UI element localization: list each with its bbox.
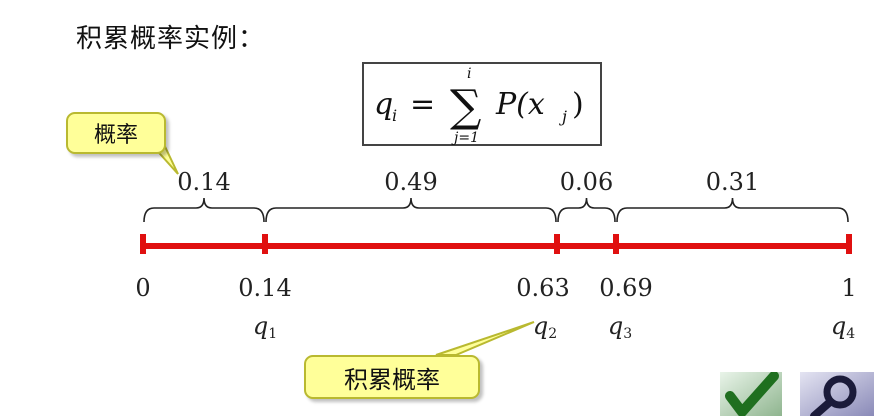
tick-value-label: 0.14: [238, 274, 292, 302]
q-var: q: [830, 312, 847, 340]
formula-equals: =: [410, 87, 435, 122]
q-subscript: 4: [846, 326, 856, 342]
segment-brace-3: [616, 197, 849, 223]
cumulative-q-label: q1: [253, 312, 277, 342]
formula-sigma-bottom: j=1: [451, 130, 479, 146]
formula-sigma: ∑: [450, 81, 481, 132]
tick-value-label: 1: [841, 274, 857, 302]
formula-lhs-sub: i: [392, 106, 397, 125]
segment-probability-label: 0.49: [384, 168, 438, 196]
segment-probability-label: 0.06: [559, 168, 614, 196]
formula-sigma-top: i: [467, 66, 471, 82]
q-var: q: [252, 312, 269, 340]
q-subscript: 1: [268, 326, 278, 342]
cumulative-formula: q i = ∑ i j=1 P(x j ): [362, 62, 602, 146]
page-title: 积累概率实例：: [76, 24, 266, 54]
formula-term-close: ): [572, 87, 584, 122]
q-subscript: 2: [548, 326, 558, 342]
q-subscript: 3: [623, 326, 633, 342]
tick-value-label: 0.63: [516, 274, 570, 302]
tick-value-label: 0: [135, 274, 151, 302]
formula-term: P(x: [495, 87, 545, 122]
cumulative-q-label: q3: [608, 312, 632, 342]
q-var: q: [532, 312, 549, 340]
formula-term-sub: j: [559, 107, 567, 126]
segment-brace-1: [265, 197, 557, 223]
q-var: q: [607, 312, 624, 340]
segment-probability-label: 0.14: [177, 168, 231, 196]
checkmark-icon[interactable]: [720, 371, 782, 417]
tick-value-label: 0.69: [599, 274, 653, 302]
magnifier-icon[interactable]: [800, 372, 874, 420]
callout-probability-bubble: 概率: [66, 112, 166, 154]
cumulative-q-label: q2: [533, 312, 557, 342]
formula-lhs-var: q: [374, 87, 393, 122]
segment-brace-0: [143, 197, 265, 223]
segment-brace-2: [557, 197, 616, 223]
formula-svg: q i = ∑ i j=1 P(x j ): [374, 66, 584, 146]
segment-probability-label: 0.31: [705, 168, 760, 196]
callout-cumulative-bubble: 积累概率: [304, 355, 480, 399]
cumulative-q-label: q4: [831, 312, 855, 342]
